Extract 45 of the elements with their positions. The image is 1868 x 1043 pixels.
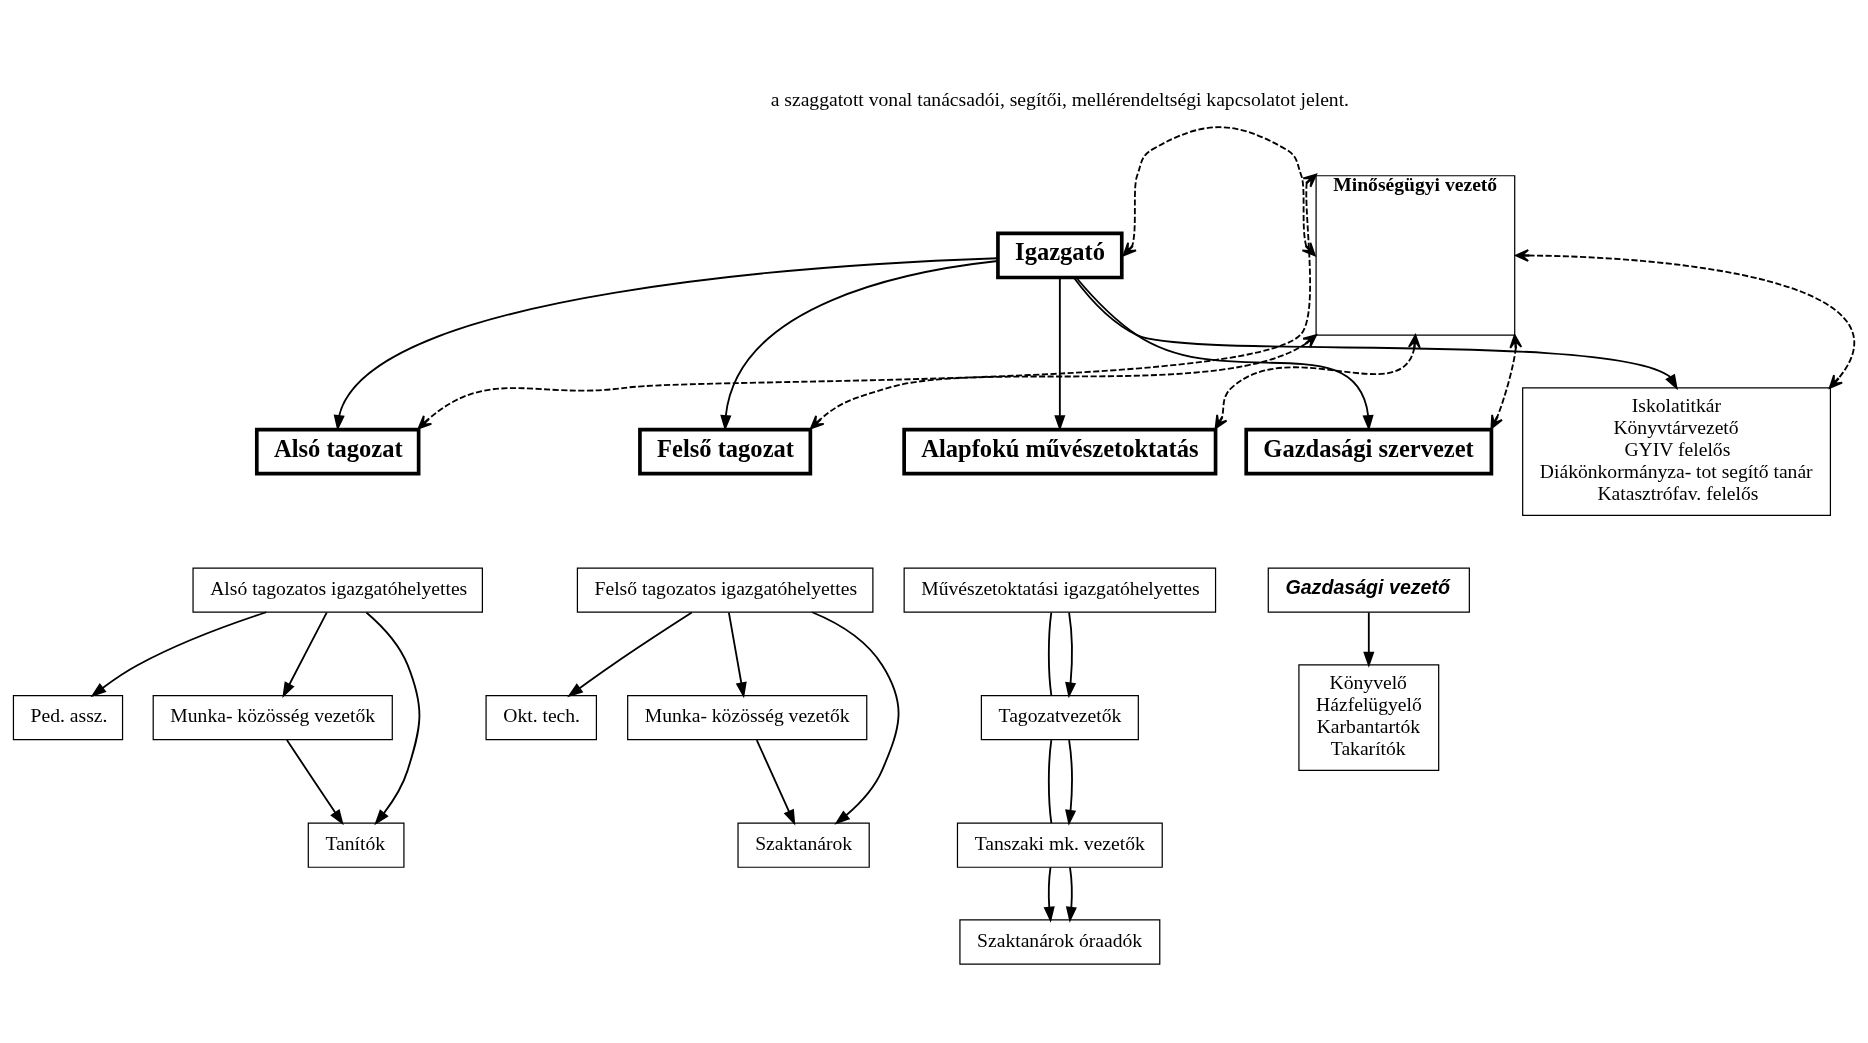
connector: [1047, 739, 1053, 824]
node-box: Munka- közösség vezetők: [627, 695, 868, 741]
label: a szaggatott vonal tanácsadói, segítői, mellérendeltségi kapcsolatot jelent.: [770, 88, 1349, 110]
arrow: [1065, 866, 1077, 923]
node-box: Tanszaki mk. vezetők: [956, 822, 1163, 868]
arrow: [727, 611, 747, 699]
arrow: [567, 611, 693, 698]
arrow: [755, 739, 796, 826]
node-box: Gazdasági vezető: [1267, 567, 1470, 613]
node-box: Könyvelő Házfelügyelő Karbantartók Takarítók: [1298, 664, 1440, 771]
arrow: [810, 334, 1317, 430]
arrow: [1065, 611, 1077, 699]
node-box: Igazgató: [996, 231, 1124, 280]
node-box: Művészetoktatási igazgatóhelyettes: [903, 567, 1217, 613]
arrow: [1515, 249, 1855, 389]
node-box: Szaktanárok óraadók: [959, 919, 1161, 965]
node-box: Felső tagozatos igazgatóhelyettes: [576, 567, 874, 613]
node-box: Ped. assz.: [12, 695, 124, 741]
arrow: [1214, 334, 1421, 430]
arrow: [811, 611, 900, 825]
arrow: [285, 739, 344, 826]
node-box: Tanítók: [307, 822, 405, 868]
node-box: Alsó tagozatos igazgatóhelyettes: [192, 567, 483, 613]
arrow: [1073, 276, 1678, 391]
node-box: Felső tagozat: [638, 427, 813, 476]
node-box: Gazdasági szervezet: [1244, 427, 1494, 476]
arrow: [282, 611, 328, 698]
connector: [1047, 611, 1053, 697]
arrow: [720, 260, 999, 432]
arrow: [1490, 334, 1523, 430]
arrow: [1065, 739, 1077, 826]
node-box: Alsó tagozat: [254, 427, 421, 476]
node-box: Alapfokú művészetoktatás: [902, 427, 1218, 476]
node-box: Munka- közösség vezetők: [152, 695, 393, 741]
arrow: [1363, 611, 1375, 668]
arrow: [90, 611, 268, 698]
node-box: Okt. tech.: [485, 695, 598, 741]
node-box: Tagozatvezetők: [980, 695, 1139, 741]
arrow: [1043, 866, 1055, 923]
node-box: Szaktanárok: [737, 822, 870, 868]
node-box: Minőségügyi vezető: [1315, 175, 1516, 336]
arrow: [1075, 276, 1374, 432]
arrow: [365, 611, 421, 826]
arrow: [333, 257, 999, 432]
node-box: Iskolatitkár Könyvtárvezető GYIV felelős Diákönkormányza- tot segítő tanár Katasztrófav. felelős: [1522, 387, 1832, 516]
